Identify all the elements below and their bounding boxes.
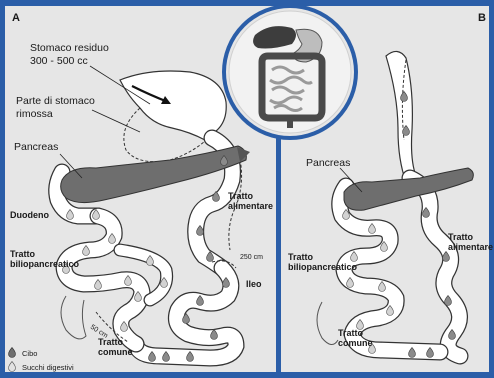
label-common-1: Tratto bbox=[98, 337, 124, 347]
label-pancreas-a: Pancreas bbox=[14, 141, 58, 153]
panel-b-letter: B bbox=[478, 12, 486, 24]
legend-food-label: Cibo bbox=[22, 349, 37, 358]
label-bp-1: Tratto bbox=[10, 249, 36, 259]
label-b-bp-1: Tratto bbox=[288, 252, 314, 262]
label-pancreas-b: Pancreas bbox=[306, 157, 350, 169]
label-alim-2: alimentare bbox=[228, 201, 273, 211]
label-250cm: 250 cm bbox=[240, 254, 263, 261]
panel-a-letter: A bbox=[12, 12, 20, 24]
label-stomach-volume: 300 - 500 cc bbox=[30, 55, 88, 67]
label-removed-2: rimossa bbox=[16, 108, 53, 120]
legend-juice-label: Succhi digestivi bbox=[22, 363, 74, 372]
label-removed-1: Parte di stomaco bbox=[16, 95, 95, 107]
label-ileo: Ileo bbox=[246, 279, 262, 289]
label-b-common-2: comune bbox=[338, 338, 373, 348]
label-b-alim-2: alimentare bbox=[448, 242, 493, 252]
label-common-2: comune bbox=[98, 347, 133, 357]
label-b-common-1: Tratto bbox=[338, 328, 364, 338]
label-stomach-residual: Stomaco residuo bbox=[30, 42, 109, 54]
inset-circle bbox=[224, 6, 356, 138]
label-duodeno: Duodeno bbox=[10, 210, 49, 220]
label-b-bp-2: biliopancreatico bbox=[288, 262, 358, 272]
label-b-alim-1: Tratto bbox=[448, 232, 474, 242]
label-bp-2: biliopancreatico bbox=[10, 259, 80, 269]
label-alim-1: Tratto bbox=[228, 191, 254, 201]
